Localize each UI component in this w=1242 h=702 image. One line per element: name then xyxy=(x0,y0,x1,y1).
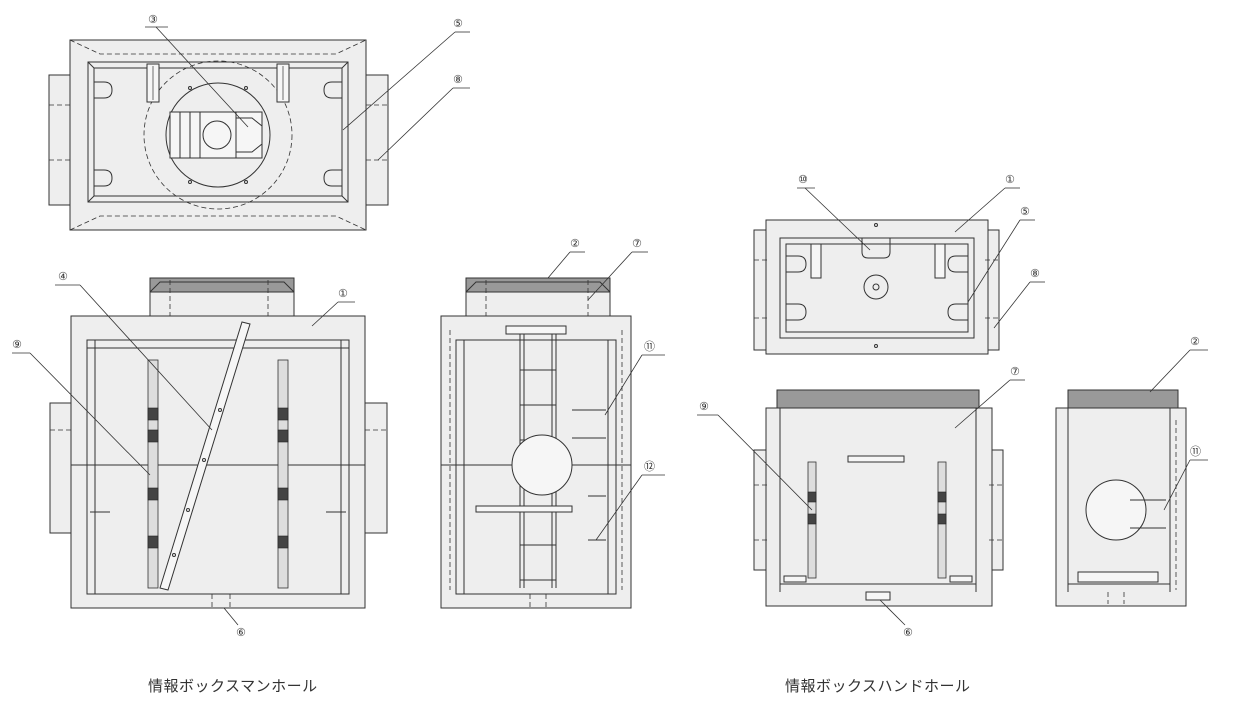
callout-handhole-top-8: ⑧ xyxy=(1030,267,1040,280)
callout-manhole-front-4: ④ xyxy=(58,270,68,283)
manhole-side-view xyxy=(440,277,632,609)
callout-handhole-front-6: ⑥ xyxy=(903,626,913,639)
callout-manhole-top-5: ⑤ xyxy=(453,17,463,30)
callout-labels: ③ ⑤ ⑧ ④ ① ⑨ ⑥ ② ⑦ ⑪ ⑫ ⑩ ① ⑤ ⑧ ⑦ ⑨ ⑥ ② ⑪ xyxy=(12,13,1201,639)
caption-manhole: 情報ボックスマンホール xyxy=(148,677,318,695)
handhole-front-view xyxy=(753,389,1004,607)
callout-manhole-side-7: ⑦ xyxy=(632,237,642,250)
callout-handhole-side-2: ② xyxy=(1190,335,1200,348)
callout-manhole-top-3: ③ xyxy=(148,13,158,26)
callout-manhole-top-8: ⑧ xyxy=(453,73,463,86)
callout-manhole-front-1: ① xyxy=(338,287,348,300)
callout-manhole-side-2: ② xyxy=(570,237,580,250)
manhole-top-view xyxy=(48,39,389,231)
callout-handhole-top-10: ⑩ xyxy=(798,173,808,186)
manhole-front-view xyxy=(49,277,388,609)
callout-manhole-front-9: ⑨ xyxy=(12,338,22,351)
leader-lines xyxy=(12,26,1208,626)
caption-handhole: 情報ボックスハンドホール xyxy=(785,677,971,695)
callout-manhole-side-11: ⑪ xyxy=(644,340,655,353)
handhole-top-view xyxy=(753,219,1000,355)
callout-handhole-top-5: ⑤ xyxy=(1020,205,1030,218)
callout-handhole-top-1: ① xyxy=(1005,173,1015,186)
callout-handhole-side-11: ⑪ xyxy=(1190,445,1201,458)
callout-manhole-side-12: ⑫ xyxy=(644,460,655,473)
handhole-side-view xyxy=(1055,389,1187,607)
callout-manhole-front-6: ⑥ xyxy=(236,626,246,639)
callout-handhole-front-9: ⑨ xyxy=(699,400,709,413)
callout-handhole-front-7: ⑦ xyxy=(1010,365,1020,378)
